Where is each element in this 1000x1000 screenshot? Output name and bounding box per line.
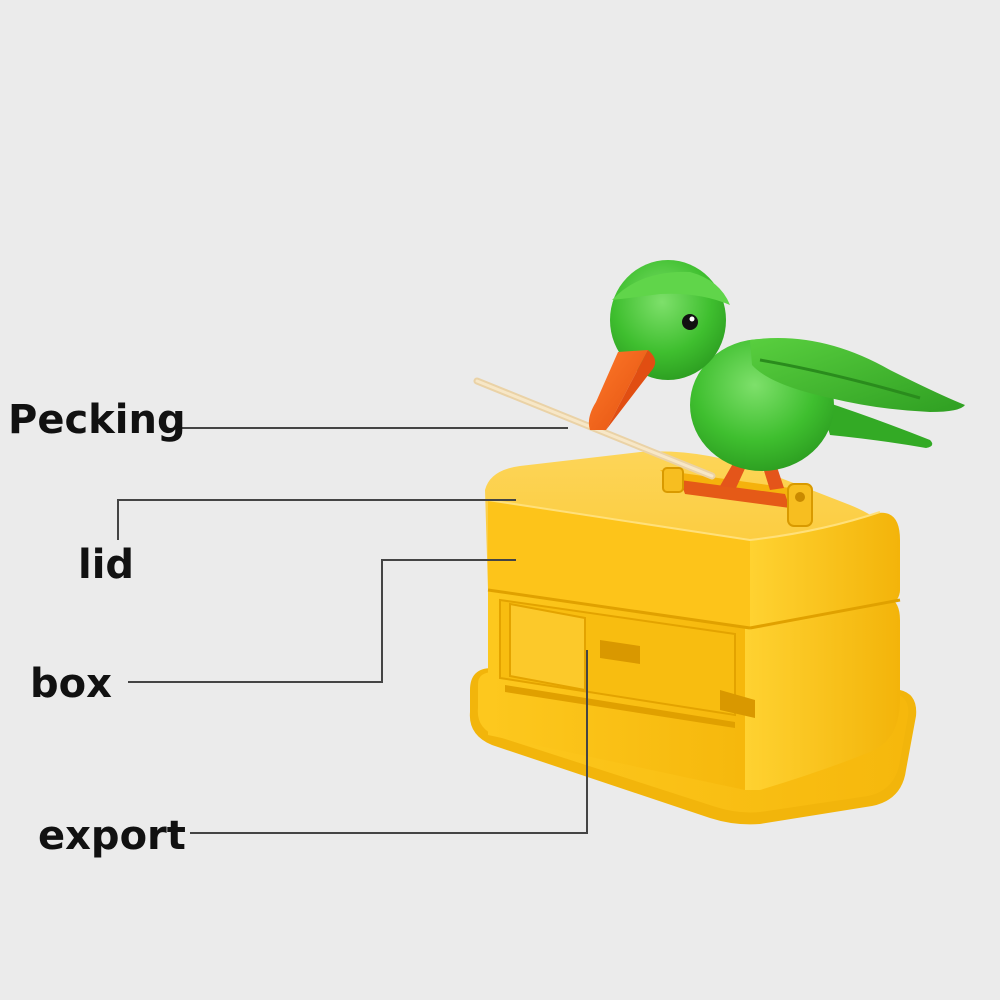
lid-label: lid	[78, 542, 135, 588]
bird-eye	[682, 314, 698, 330]
bird	[588, 260, 965, 471]
bird-wing	[750, 338, 965, 412]
leader-lines	[117, 427, 588, 834]
box-body	[488, 590, 900, 790]
box-leader-line	[128, 559, 516, 683]
box-label: box	[30, 661, 112, 707]
pecking-label: Pecking	[8, 397, 186, 443]
lid-leader-line	[117, 499, 516, 540]
export-label: export	[38, 813, 186, 859]
export-leader-line	[190, 650, 588, 834]
pecking-hinge	[660, 467, 813, 527]
bird-beak	[588, 350, 648, 430]
export-drawer	[499, 598, 755, 728]
